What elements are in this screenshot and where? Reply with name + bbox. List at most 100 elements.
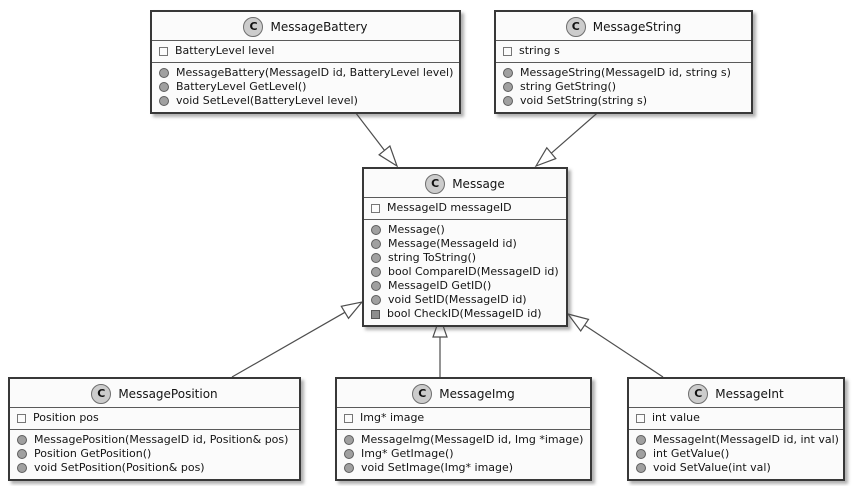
method-text: Img* GetImage() xyxy=(361,447,454,460)
field-item: BatteryLevel level xyxy=(159,44,452,58)
field-icon xyxy=(503,46,512,56)
class-box-messagebattery: C MessageBattery BatteryLevel level Mess… xyxy=(150,10,461,114)
class-header: C MessagePosition xyxy=(10,379,299,408)
class-box-messagestring: C MessageString string s MessageString(M… xyxy=(494,10,753,114)
method-text: void SetImage(Img* image) xyxy=(361,461,514,474)
method-icon xyxy=(636,449,646,459)
method-item: void SetLevel(BatteryLevel level) xyxy=(159,94,452,108)
method-item: bool CompareID(MessageID id) xyxy=(371,265,559,279)
class-header: C MessageString xyxy=(496,12,751,41)
generalization-arrowhead xyxy=(340,301,364,320)
field-icon xyxy=(371,203,380,213)
method-icon xyxy=(636,435,646,445)
method-icon xyxy=(344,449,354,459)
fields-compartment: string s xyxy=(496,41,751,63)
method-text: void SetValue(int val) xyxy=(653,461,771,474)
class-title: MessageImg xyxy=(439,386,515,401)
method-text: MessageID GetID() xyxy=(388,279,492,292)
method-icon xyxy=(371,253,381,263)
method-icon xyxy=(371,281,381,291)
fields-compartment: Img* image xyxy=(337,408,590,430)
methods-compartment: Message() Message(MessageId id) string T… xyxy=(364,220,566,325)
method-item: BatteryLevel GetLevel() xyxy=(159,80,452,94)
method-icon xyxy=(159,82,169,92)
method-icon xyxy=(17,435,27,445)
class-box-messageposition: C MessagePosition Position pos MessagePo… xyxy=(8,377,301,481)
method-text: int GetValue() xyxy=(653,447,730,460)
method-icon xyxy=(371,239,381,249)
method-text: string ToString() xyxy=(388,251,477,264)
method-icon xyxy=(371,267,381,277)
method-item: Message(MessageId id) xyxy=(371,237,559,251)
methods-compartment: MessageImg(MessageID id, Img *image) Img… xyxy=(337,430,590,479)
field-icon xyxy=(159,46,168,56)
method-item: MessageID GetID() xyxy=(371,279,559,293)
method-item: Img* GetImage() xyxy=(344,447,583,461)
field-icon xyxy=(344,413,353,423)
methods-compartment: MessageString(MessageID id, string s) st… xyxy=(496,63,751,112)
edge-messageint-message xyxy=(584,324,664,378)
class-title: MessageBattery xyxy=(270,19,368,34)
method-icon xyxy=(344,435,354,445)
method-text: string GetString() xyxy=(520,80,617,93)
field-icon xyxy=(17,413,26,423)
method-text: bool CompareID(MessageID id) xyxy=(388,265,559,278)
method-text: void SetString(string s) xyxy=(520,94,648,107)
method-item: MessageBattery(MessageID id, BatteryLeve… xyxy=(159,66,453,80)
method-icon xyxy=(17,463,27,473)
method-item: Message() xyxy=(371,223,559,237)
class-stereotype-icon: C xyxy=(412,383,433,404)
method-text: MessageString(MessageID id, string s) xyxy=(520,66,731,79)
field-icon xyxy=(636,413,645,423)
fields-compartment: Position pos xyxy=(10,408,299,430)
class-box-messageint: C MessageInt int value MessageInt(Messag… xyxy=(627,377,845,481)
method-item: bool CheckID(MessageID id) xyxy=(371,307,559,321)
method-icon xyxy=(503,82,513,92)
method-item: int GetValue() xyxy=(636,447,836,461)
generalization-arrowhead xyxy=(534,146,557,168)
method-icon xyxy=(344,463,354,473)
method-text: MessagePosition(MessageID id, Position& … xyxy=(34,433,289,446)
method-item: void SetValue(int val) xyxy=(636,461,836,475)
class-box-messageimg: C MessageImg Img* image MessageImg(Messa… xyxy=(335,377,592,481)
class-box-message: C Message MessageID messageID Message() … xyxy=(362,167,568,327)
method-icon xyxy=(159,68,169,78)
method-item: string GetString() xyxy=(503,80,744,94)
method-text: MessageImg(MessageID id, Img *image) xyxy=(361,433,584,446)
generalization-arrowhead xyxy=(378,144,399,168)
edge-messageposition-message xyxy=(231,311,346,378)
method-item: Position GetPosition() xyxy=(17,447,292,461)
field-item: int value xyxy=(636,411,836,425)
method-icon xyxy=(503,68,513,78)
class-title: Message xyxy=(452,176,505,191)
method-icon xyxy=(503,96,513,106)
edge-messagebattery-message xyxy=(351,107,385,151)
method-item: MessageInt(MessageID id, int val) xyxy=(636,433,839,447)
method-text: Message(MessageId id) xyxy=(388,237,517,250)
method-item: void SetPosition(Position& pos) xyxy=(17,461,292,475)
class-title: MessageString xyxy=(592,19,682,34)
class-title: MessageInt xyxy=(715,386,784,401)
method-item: string ToString() xyxy=(371,251,559,265)
class-header: C MessageInt xyxy=(629,379,843,408)
field-text: string s xyxy=(519,44,560,57)
field-text: Position pos xyxy=(33,411,99,424)
class-stereotype-icon: C xyxy=(91,383,112,404)
method-text: void SetLevel(BatteryLevel level) xyxy=(176,94,358,107)
private-method-icon xyxy=(371,309,380,319)
method-item: MessagePosition(MessageID id, Position& … xyxy=(17,433,292,447)
fields-compartment: int value xyxy=(629,408,843,430)
methods-compartment: MessagePosition(MessageID id, Position& … xyxy=(10,430,299,479)
class-title: MessagePosition xyxy=(118,386,218,401)
method-text: bool CheckID(MessageID id) xyxy=(387,307,542,320)
method-text: BatteryLevel GetLevel() xyxy=(176,80,307,93)
method-item: void SetImage(Img* image) xyxy=(344,461,583,475)
fields-compartment: MessageID messageID xyxy=(364,198,566,220)
field-item: MessageID messageID xyxy=(371,201,559,215)
methods-compartment: MessageInt(MessageID id, int val) int Ge… xyxy=(629,430,843,479)
method-text: Message() xyxy=(388,223,445,236)
method-icon xyxy=(17,449,27,459)
field-text: BatteryLevel level xyxy=(175,44,275,57)
